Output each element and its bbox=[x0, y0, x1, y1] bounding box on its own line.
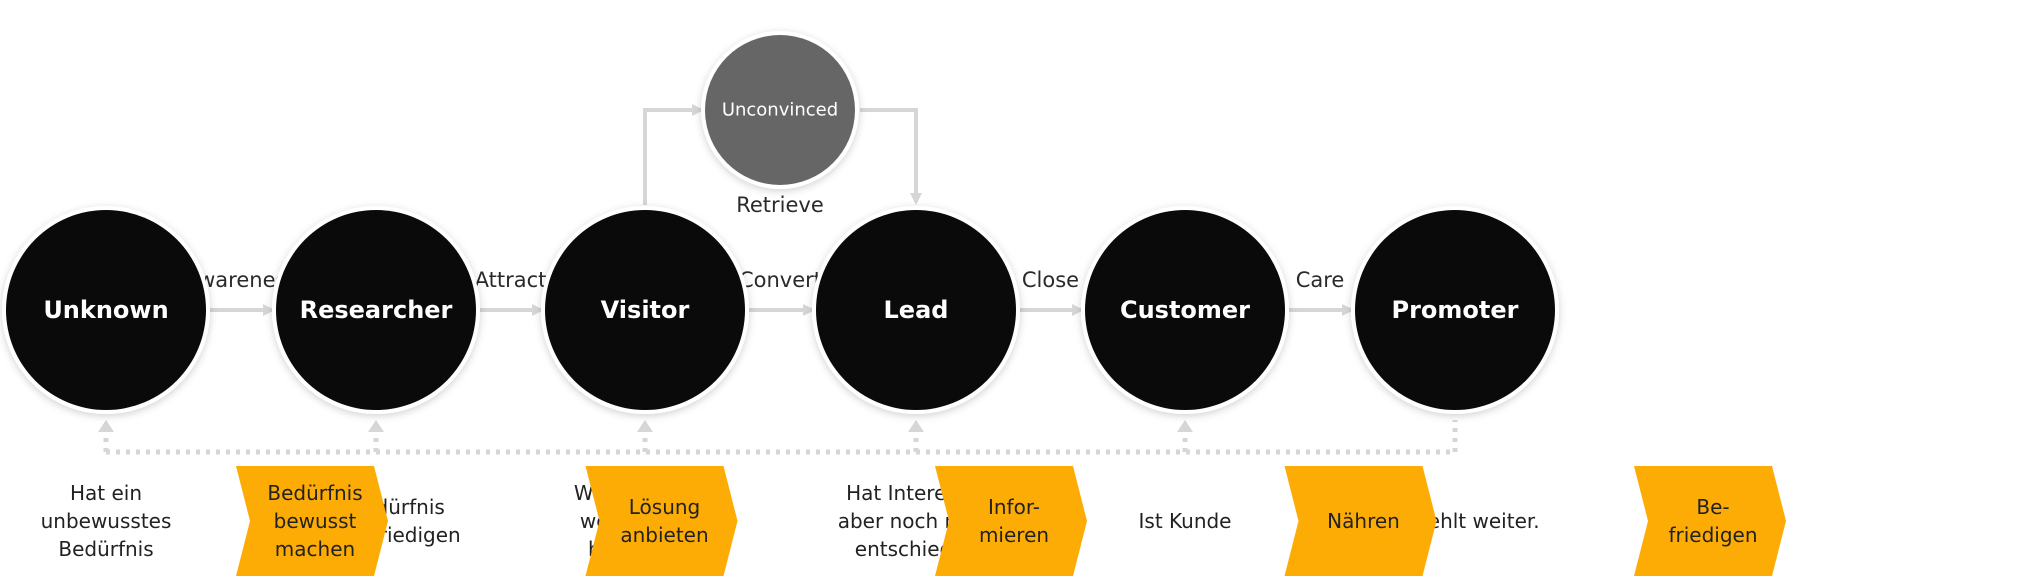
action-chevron-3: Infor-mieren bbox=[935, 466, 1087, 576]
stage-lead: Lead bbox=[812, 206, 1020, 414]
action-label-4-line: Nähren bbox=[1327, 509, 1400, 533]
transition-label-care: Care bbox=[1296, 268, 1345, 292]
action-label-3-line: mieren bbox=[979, 523, 1049, 547]
stage-visitor: Visitor bbox=[541, 206, 749, 414]
action-label-5-line: Be- bbox=[1696, 495, 1729, 519]
action-label-1-line: machen bbox=[275, 537, 355, 561]
state-text-customer: Ist Kunde bbox=[1139, 509, 1232, 533]
stage-circle-customer bbox=[1085, 210, 1285, 410]
action-chevron-shape bbox=[935, 466, 1087, 576]
action-chevron-4: Nähren bbox=[1284, 466, 1437, 576]
stage-label-unknown: Unknown bbox=[43, 296, 168, 324]
unconvinced-circle bbox=[705, 35, 855, 185]
feedback-arrowhead-researcher bbox=[368, 420, 384, 432]
arrow-visitor-to-unconvinced bbox=[643, 104, 704, 205]
action-label-3-line: Infor- bbox=[988, 495, 1040, 519]
arrow-unconvinced-to-lead bbox=[860, 108, 922, 205]
stage-label-lead: Lead bbox=[884, 296, 949, 324]
stage-label-researcher: Researcher bbox=[300, 296, 453, 324]
state-text-unknown-line: Hat ein bbox=[70, 481, 142, 505]
action-label-5-line: friedigen bbox=[1668, 523, 1757, 547]
action-chevron-2: Lösung anbieten bbox=[585, 466, 738, 576]
feedback-arrowhead-lead bbox=[908, 420, 924, 432]
stage-researcher: Researcher bbox=[272, 206, 480, 414]
state-text-customer-line: Ist Kunde bbox=[1139, 509, 1232, 533]
stage-promoter: Promoter bbox=[1351, 206, 1559, 414]
action-chevron-shape bbox=[585, 466, 738, 576]
stage-unknown: Unknown bbox=[2, 206, 210, 414]
stage-circle-promoter bbox=[1355, 210, 1555, 410]
bottom-row-layer: Hat einunbewusstesBedürfnisWill Bedürfni… bbox=[41, 466, 1786, 576]
action-label-2: Lösung anbieten bbox=[620, 495, 708, 547]
node-layer: Unknown Researcher Visitor Lead Customer Prom… bbox=[2, 31, 1559, 414]
feedback-arrowhead-customer bbox=[1177, 420, 1193, 432]
feedback-arrowhead-visitor bbox=[637, 420, 653, 432]
state-text-unknown-line: unbewusstes bbox=[41, 509, 172, 533]
action-label-1-line: bewusst bbox=[274, 509, 357, 533]
unconvinced-label: Unconvinced bbox=[722, 100, 838, 121]
stage-circle-unknown bbox=[6, 210, 206, 410]
action-chevron-shape bbox=[1634, 466, 1786, 576]
transition-label-convert: Convert bbox=[739, 268, 822, 292]
transition-label-attract: Attract bbox=[475, 268, 547, 292]
transition-label-close: Close bbox=[1022, 268, 1079, 292]
retrieve-caption: Retrieve bbox=[736, 193, 824, 217]
action-chevron-shape bbox=[1284, 466, 1437, 576]
stage-label-promoter: Promoter bbox=[1392, 296, 1519, 324]
action-chevron-5: Be-friedigen bbox=[1634, 466, 1786, 576]
action-label-4: Nähren bbox=[1327, 509, 1400, 533]
stage-customer: Customer bbox=[1081, 206, 1289, 414]
action-label-1: Bedürfnis bewusst machen bbox=[267, 481, 362, 561]
feedback-arrowhead-unknown bbox=[98, 420, 114, 432]
action-chevron-1: Bedürfnis bewusst machen bbox=[236, 466, 388, 576]
stage-circle-visitor bbox=[545, 210, 745, 410]
action-label-2-line: anbieten bbox=[620, 523, 708, 547]
state-text-unknown-line: Bedürfnis bbox=[58, 537, 153, 561]
stage-circle-lead bbox=[816, 210, 1016, 410]
action-label-5: Be-friedigen bbox=[1668, 495, 1757, 547]
action-label-3: Infor-mieren bbox=[979, 495, 1049, 547]
stage-label-visitor: Visitor bbox=[601, 296, 690, 324]
stage-label-customer: Customer bbox=[1120, 296, 1250, 324]
action-label-1-line: Bedürfnis bbox=[267, 481, 362, 505]
action-label-2-line: Lösung bbox=[629, 495, 701, 519]
stage-circle-researcher bbox=[276, 210, 476, 410]
action-chevron-shape bbox=[236, 466, 388, 576]
